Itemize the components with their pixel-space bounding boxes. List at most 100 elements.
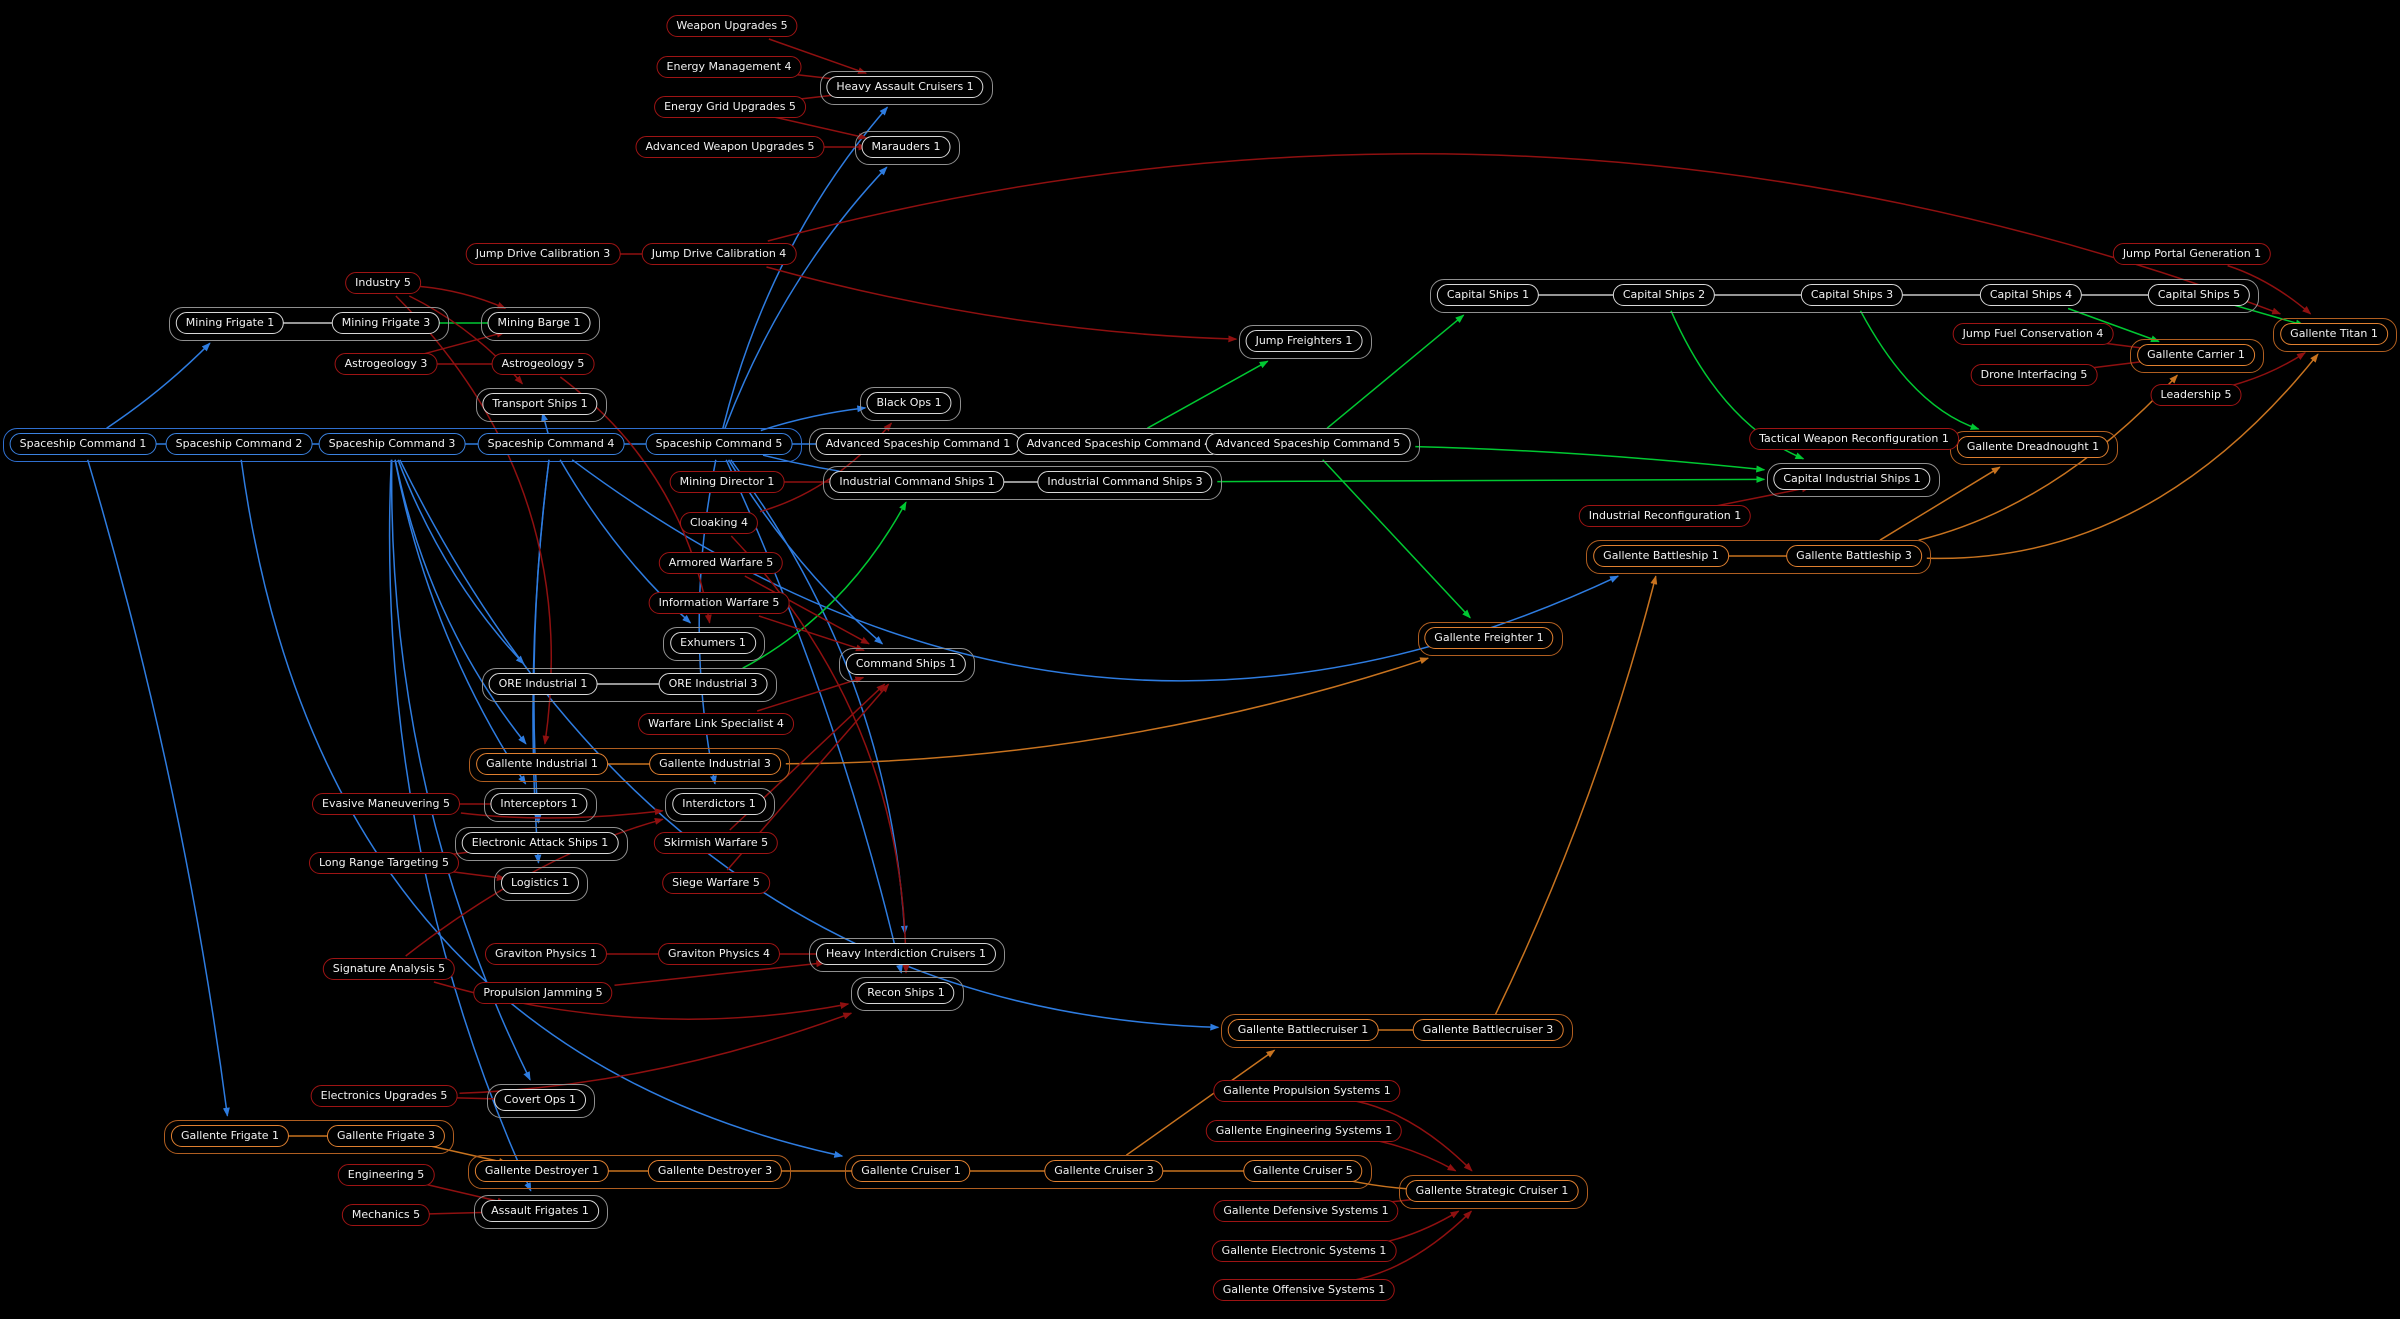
skill-node-asc5[interactable]: Advanced Spaceship Command 5 (1205, 433, 1411, 455)
skill-node-mar1[interactable]: Marauders 1 (861, 136, 951, 158)
skill-node-mec5[interactable]: Mechanics 5 (341, 1204, 431, 1226)
skill-node-gel1[interactable]: Gallente Electronic Systems 1 (1211, 1240, 1397, 1262)
skill-node-jdc3[interactable]: Jump Drive Calibration 3 (465, 243, 621, 265)
skill-node-eas1[interactable]: Electronic Attack Ships 1 (461, 832, 619, 854)
skill-node-frt1[interactable]: Gallente Freighter 1 (1424, 627, 1554, 649)
cluster-jf1 (1238, 325, 1372, 359)
cluster-cmd1 (839, 648, 975, 682)
skill-node-ind5[interactable]: Industry 5 (345, 272, 421, 294)
cluster-exh1 (663, 627, 765, 661)
cluster-ics1 (822, 466, 1222, 500)
skill-node-int1[interactable]: Interceptors 1 (490, 793, 588, 815)
skill-node-jdc4[interactable]: Jump Drive Calibration 4 (641, 243, 797, 265)
skill-node-jf1[interactable]: Jump Freighters 1 (1245, 330, 1363, 352)
skill-node-gd1[interactable]: Gallente Destroyer 1 (474, 1160, 610, 1182)
skill-node-gbs1[interactable]: Gallente Battleship 1 (1593, 545, 1729, 567)
skill-node-ir1[interactable]: Industrial Reconfiguration 1 (1578, 505, 1752, 527)
skill-node-eu5[interactable]: Electronics Upgrades 5 (310, 1085, 458, 1107)
skill-node-wu5[interactable]: Weapon Upgrades 5 (666, 15, 798, 37)
skill-node-gi3[interactable]: Gallente Industrial 3 (649, 753, 781, 775)
skill-node-sa5[interactable]: Signature Analysis 5 (322, 958, 456, 980)
skill-node-cis1[interactable]: Capital Industrial Ships 1 (1773, 468, 1931, 490)
edge-gbs3-car1 (1918, 374, 2178, 541)
skill-node-skw5[interactable]: Skirmish Warfare 5 (653, 832, 779, 854)
skill-node-cs1[interactable]: Capital Ships 1 (1436, 284, 1540, 306)
skill-node-cs3[interactable]: Capital Ships 3 (1800, 284, 1904, 306)
edge-sc5-mar1 (724, 166, 888, 429)
skill-node-eng5[interactable]: Engineering 5 (337, 1164, 435, 1186)
skill-node-ts1[interactable]: Transport Ships 1 (482, 393, 598, 415)
skill-node-gbs3[interactable]: Gallente Battleship 3 (1786, 545, 1922, 567)
skill-node-di5[interactable]: Drone Interfacing 5 (1970, 364, 2098, 386)
skill-node-ast5[interactable]: Astrogeology 5 (491, 353, 595, 375)
skill-node-asc4[interactable]: Advanced Spaceship Command 4 (1016, 433, 1222, 455)
skill-node-siw5[interactable]: Siege Warfare 5 (662, 872, 770, 894)
skill-node-mb1[interactable]: Mining Barge 1 (487, 312, 591, 334)
skill-node-gc3[interactable]: Gallente Cruiser 3 (1044, 1160, 1164, 1182)
skill-node-wls4[interactable]: Warfare Link Specialist 4 (638, 713, 794, 735)
skill-node-rec1[interactable]: Recon Ships 1 (857, 982, 955, 1004)
skill-node-cs4[interactable]: Capital Ships 4 (1979, 284, 2083, 306)
skill-node-ld5[interactable]: Leadership 5 (2150, 384, 2242, 406)
skill-node-clk4[interactable]: Cloaking 4 (679, 512, 759, 534)
skill-node-bo1[interactable]: Black Ops 1 (866, 392, 952, 414)
skill-node-sc4[interactable]: Spaceship Command 4 (477, 433, 625, 455)
skill-node-ore3[interactable]: ORE Industrial 3 (658, 673, 768, 695)
skill-node-ast3[interactable]: Astrogeology 3 (334, 353, 438, 375)
skill-node-em4[interactable]: Energy Management 4 (656, 56, 802, 78)
skill-node-mf1[interactable]: Mining Frigate 1 (175, 312, 285, 334)
skill-node-sc2[interactable]: Spaceship Command 2 (165, 433, 313, 455)
skill-node-mf3[interactable]: Mining Frigate 3 (331, 312, 441, 334)
skill-node-ind1[interactable]: Interdictors 1 (672, 793, 766, 815)
skill-node-ore1[interactable]: ORE Industrial 1 (488, 673, 598, 695)
skill-node-evm5[interactable]: Evasive Maneuvering 5 (311, 793, 461, 815)
skill-node-gi1[interactable]: Gallente Industrial 1 (476, 753, 608, 775)
skill-node-md1[interactable]: Mining Director 1 (669, 471, 785, 493)
skill-node-cmd1[interactable]: Command Ships 1 (845, 653, 967, 675)
skill-node-gps1[interactable]: Gallente Propulsion Systems 1 (1213, 1080, 1401, 1102)
skill-node-gf1[interactable]: Gallente Frigate 1 (170, 1125, 290, 1147)
skill-node-log1[interactable]: Logistics 1 (500, 872, 580, 894)
cluster-gi1 (469, 748, 790, 782)
skill-node-hic1[interactable]: Heavy Interdiction Cruisers 1 (815, 943, 997, 965)
skill-node-gc1[interactable]: Gallente Cruiser 1 (851, 1160, 971, 1182)
skill-node-jpg1[interactable]: Jump Portal Generation 1 (2112, 243, 2272, 265)
skill-node-gsc1[interactable]: Gallente Strategic Cruiser 1 (1405, 1180, 1579, 1202)
skill-node-drd1[interactable]: Gallente Dreadnought 1 (1956, 436, 2110, 458)
skill-node-gp1[interactable]: Graviton Physics 1 (484, 943, 608, 965)
skill-node-pj5[interactable]: Propulsion Jamming 5 (473, 982, 613, 1004)
cluster-ts1 (475, 388, 607, 422)
skill-node-sc5[interactable]: Spaceship Command 5 (645, 433, 793, 455)
skill-node-sc1[interactable]: Spaceship Command 1 (9, 433, 157, 455)
skill-node-gbc3[interactable]: Gallente Battlecruiser 3 (1412, 1019, 1564, 1041)
skill-node-hac1[interactable]: Heavy Assault Cruisers 1 (826, 76, 984, 98)
skill-node-gf3[interactable]: Gallente Frigate 3 (326, 1125, 446, 1147)
skill-node-sc3[interactable]: Spaceship Command 3 (318, 433, 466, 455)
skill-node-ics1[interactable]: Industrial Command Ships 1 (829, 471, 1005, 493)
skill-node-awu5[interactable]: Advanced Weapon Upgrades 5 (635, 136, 825, 158)
edge-gos1-gsc1 (1352, 1210, 1473, 1282)
skill-node-ics3[interactable]: Industrial Command Ships 3 (1037, 471, 1213, 493)
skill-node-af1[interactable]: Assault Frigates 1 (481, 1200, 599, 1222)
skill-node-jfc4[interactable]: Jump Fuel Conservation 4 (1952, 323, 2114, 345)
skill-node-gds1[interactable]: Gallente Defensive Systems 1 (1213, 1200, 1399, 1222)
skill-node-iw5[interactable]: Information Warfare 5 (648, 592, 790, 614)
skill-node-ges1[interactable]: Gallente Engineering Systems 1 (1205, 1120, 1403, 1142)
skill-node-asc1[interactable]: Advanced Spaceship Command 1 (815, 433, 1021, 455)
skill-node-exh1[interactable]: Exhumers 1 (670, 632, 756, 654)
skill-node-gc5[interactable]: Gallente Cruiser 5 (1243, 1160, 1363, 1182)
skill-node-cov1[interactable]: Covert Ops 1 (494, 1089, 586, 1111)
skill-node-gos1[interactable]: Gallente Offensive Systems 1 (1212, 1279, 1396, 1301)
skill-node-aw5[interactable]: Armored Warfare 5 (658, 552, 784, 574)
skill-node-twr1[interactable]: Tactical Weapon Reconfiguration 1 (1749, 428, 1959, 450)
skill-node-egu5[interactable]: Energy Grid Upgrades 5 (654, 96, 806, 118)
skill-node-gbc1[interactable]: Gallente Battlecruiser 1 (1227, 1019, 1379, 1041)
skill-node-cs5[interactable]: Capital Ships 5 (2147, 284, 2251, 306)
skill-node-gp4[interactable]: Graviton Physics 4 (657, 943, 781, 965)
skill-node-lrt5[interactable]: Long Range Targeting 5 (308, 852, 460, 874)
cluster-rec1 (850, 977, 964, 1011)
skill-node-cs2[interactable]: Capital Ships 2 (1612, 284, 1716, 306)
skill-node-car1[interactable]: Gallente Carrier 1 (2137, 344, 2255, 366)
skill-node-ttn1[interactable]: Gallente Titan 1 (2280, 323, 2388, 345)
skill-node-gd3[interactable]: Gallente Destroyer 3 (647, 1160, 783, 1182)
